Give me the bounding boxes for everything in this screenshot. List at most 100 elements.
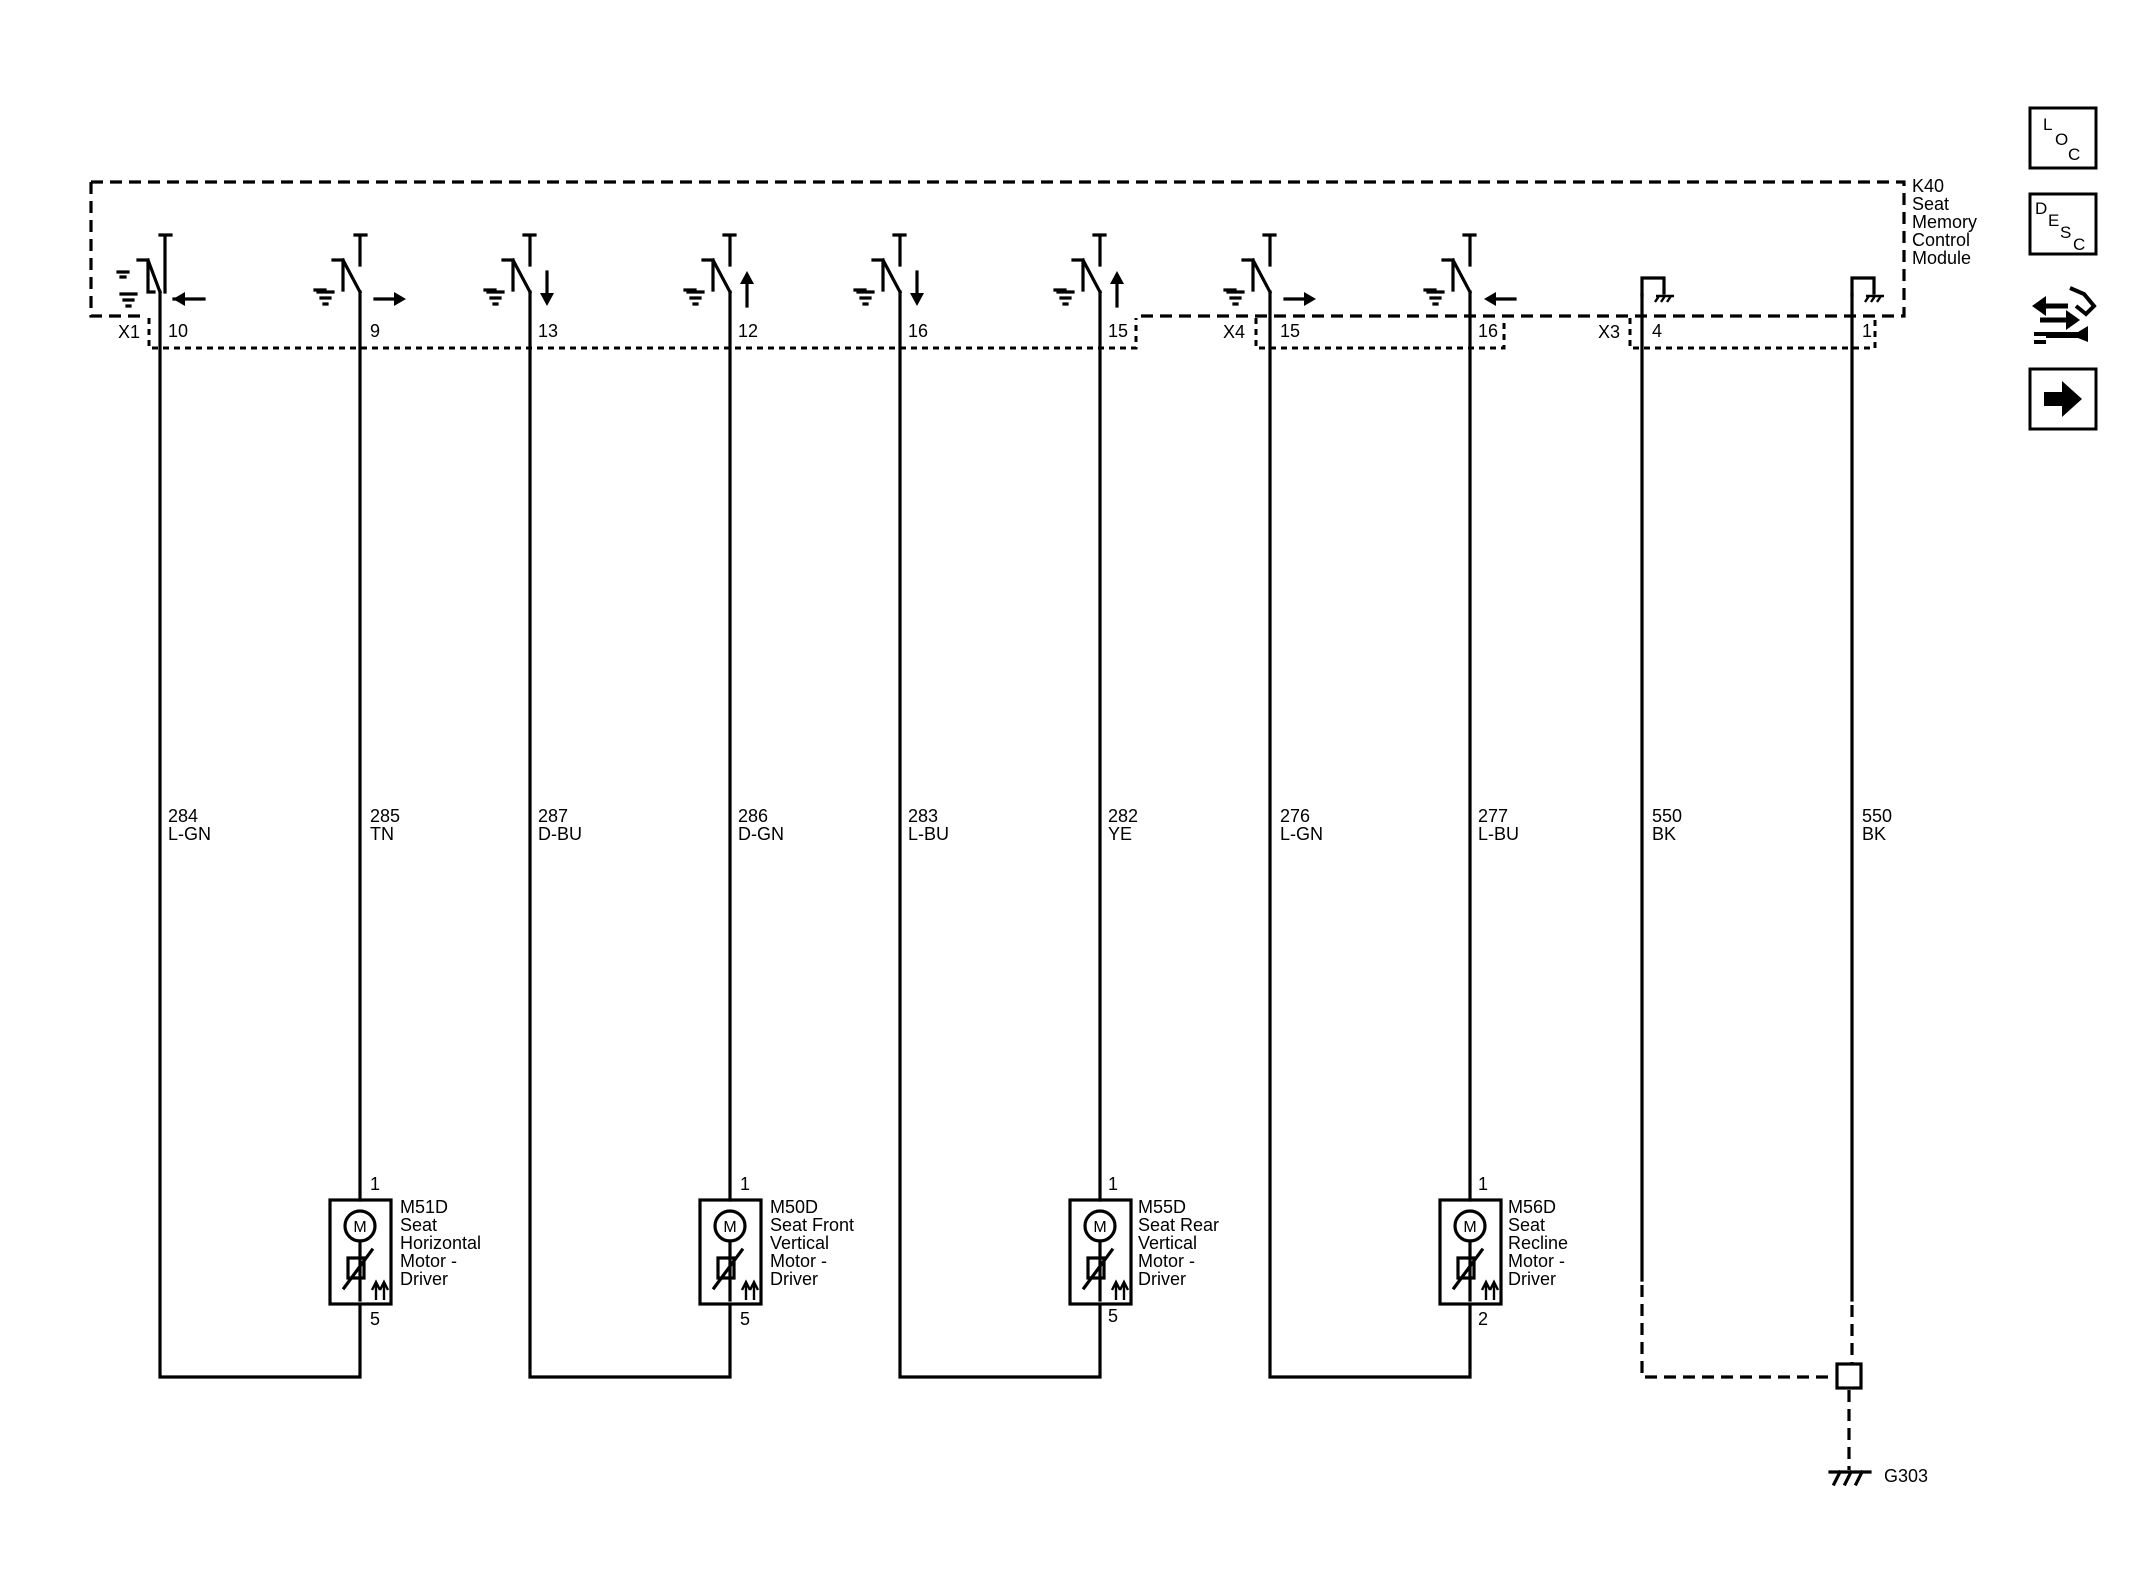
motor-name-line: Motor - (770, 1251, 827, 1271)
motor-name-line: Driver (1138, 1269, 1186, 1289)
loc-letter: O (2055, 130, 2068, 149)
motor-symbol: M (1463, 1219, 1476, 1236)
connector-x3-label: X3 (1598, 322, 1620, 342)
wire-circuit-287: 13 287 D-BU (483, 233, 732, 1379)
circuit-number: 283 (908, 806, 938, 826)
motor-name-line: Horizontal (400, 1233, 481, 1253)
module-name-line-1: Seat (1912, 194, 1949, 214)
pin-label: 1 (1862, 321, 1872, 341)
motor-name-line: Motor - (1508, 1251, 1565, 1271)
pin-bottom: 5 (370, 1309, 380, 1329)
pin-label: 16 (908, 321, 928, 341)
wrench-arrows-icon (2032, 286, 2097, 344)
wire-circuit-282: 15 282 YE (1053, 233, 1138, 1202)
connector-diagnostics-button[interactable] (2030, 276, 2097, 348)
pin-label: 15 (1108, 321, 1128, 341)
desc-icon: D E S C (2035, 199, 2085, 254)
connector-group-x4: X4 (1223, 318, 1506, 350)
motor-name-line: Driver (400, 1269, 448, 1289)
wire-circuit-286: 12 286 D-GN (683, 233, 784, 1202)
next-page-button[interactable] (2028, 367, 2098, 431)
motor-name-line: Vertical (1138, 1233, 1197, 1253)
motor-name-line: Seat (400, 1215, 437, 1235)
circuit-number: 276 (1280, 806, 1310, 826)
wire-circuit-550-a: 4 550 BK (1640, 276, 1835, 1379)
motor-name-line: Driver (1508, 1269, 1556, 1289)
motor-name-line: Seat Front (770, 1215, 854, 1235)
pin-top: 1 (740, 1174, 750, 1194)
switch-c1 (116, 233, 206, 308)
pin-label: 16 (1478, 321, 1498, 341)
wire-circuit-277: 16 277 L-BU (1423, 233, 1519, 1202)
wire-color: L-BU (1478, 824, 1519, 844)
circuit-number: 286 (738, 806, 768, 826)
connector-x4-outline (1254, 318, 1506, 350)
pin-top: 1 (1478, 1174, 1488, 1194)
ground-g303: G303 (1828, 1362, 1928, 1487)
wire-circuit-284: 10 284 L-GN (158, 290, 362, 1379)
circuit-number: 550 (1652, 806, 1682, 826)
pin-label: 15 (1280, 321, 1300, 341)
motor-symbol: M (723, 1219, 736, 1236)
motor-ref: M55D (1138, 1197, 1186, 1217)
motor-ref: M50D (770, 1197, 818, 1217)
motor-ref: M51D (400, 1197, 448, 1217)
wire-color: L-GN (168, 824, 211, 844)
wire-color: D-GN (738, 824, 784, 844)
module-name-line-2: Memory (1912, 212, 1977, 232)
pin-bottom: 2 (1478, 1309, 1488, 1329)
wire-color: D-BU (538, 824, 582, 844)
circuit-number: 550 (1862, 806, 1892, 826)
wire-color: YE (1108, 824, 1132, 844)
module-name-line-4: Module (1912, 248, 1971, 268)
motor-ref: M56D (1508, 1197, 1556, 1217)
circuit-number: 282 (1108, 806, 1138, 826)
connector-x4-label: X4 (1223, 322, 1245, 342)
wire-color: L-GN (1280, 824, 1323, 844)
connector-x1-label: X1 (118, 322, 140, 342)
circuit-number: 287 (538, 806, 568, 826)
module-name-line-3: Control (1912, 230, 1970, 250)
wire-color: TN (370, 824, 394, 844)
wire-circuit-550-b: 1 550 BK (1850, 276, 1892, 1363)
loc-letter: L (2043, 115, 2052, 134)
desc-letter: C (2073, 235, 2085, 254)
wire-color: L-BU (908, 824, 949, 844)
module-boundary (89, 180, 1906, 318)
module-k40: K40 Seat Memory Control Module (89, 176, 1977, 318)
circuit-wires: 10 284 L-GN 9 285 TN 13 287 D-BU (158, 233, 1892, 1379)
motor-name-line: Recline (1508, 1233, 1568, 1253)
pin-label: 4 (1652, 321, 1662, 341)
desc-button[interactable]: D E S C (2028, 192, 2098, 256)
motor-m50d: M 1 5 M50D Seat Front Vertical Motor - D… (698, 1174, 854, 1329)
arrow-right-icon (2044, 381, 2082, 417)
desc-letter: D (2035, 199, 2047, 218)
module-ref: K40 (1912, 176, 1944, 196)
loc-button[interactable]: L O C (2028, 106, 2098, 170)
motor-name-line: Motor - (400, 1251, 457, 1271)
ground-label: G303 (1884, 1466, 1928, 1486)
motor-symbol: M (1093, 1219, 1106, 1236)
circuit-number: 284 (168, 806, 198, 826)
connector-x3-outline (1628, 318, 1877, 350)
pin-label: 10 (168, 321, 188, 341)
circuit-number: 277 (1478, 806, 1508, 826)
pin-top: 1 (370, 1174, 380, 1194)
motor-name-line: Seat Rear (1138, 1215, 1219, 1235)
pin-top: 1 (1108, 1174, 1118, 1194)
wire-color: BK (1862, 824, 1886, 844)
motor-m55d: M 1 5 M55D Seat Rear Vertical Motor - Dr… (1068, 1174, 1219, 1326)
wire-circuit-285: 9 285 TN (313, 233, 406, 1202)
pin-bottom: 5 (1108, 1306, 1118, 1326)
loc-letter: C (2068, 145, 2080, 164)
pin-label: 13 (538, 321, 558, 341)
motor-name-line: Driver (770, 1269, 818, 1289)
motor-name-line: Motor - (1138, 1251, 1195, 1271)
desc-letter: E (2048, 211, 2059, 230)
connector-group-x3: X3 (1598, 318, 1877, 350)
motor-m51d: M 1 5 M51D Seat Horizontal Motor - Drive… (328, 1174, 481, 1329)
pin-label: 9 (370, 321, 380, 341)
motor-symbol: M (353, 1219, 366, 1236)
wire-color: BK (1652, 824, 1676, 844)
